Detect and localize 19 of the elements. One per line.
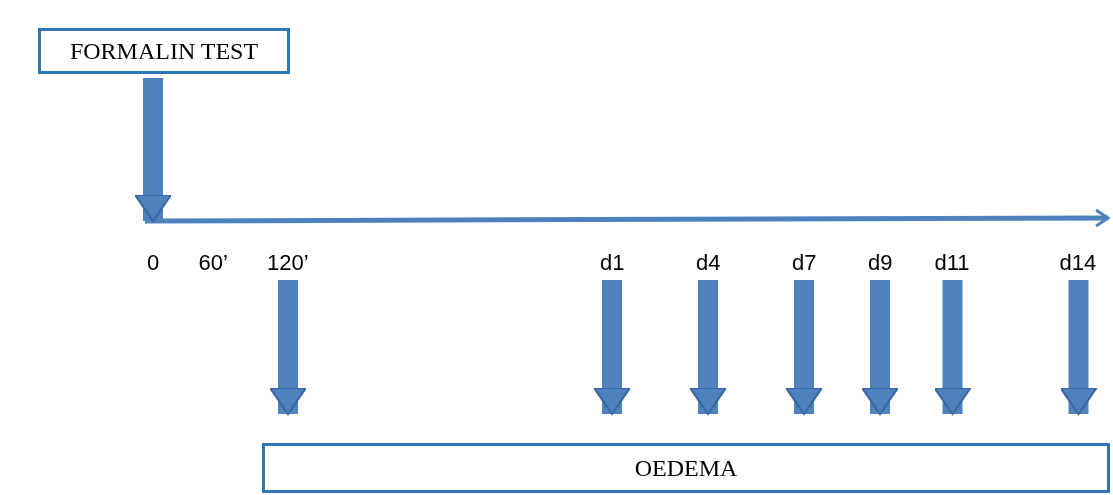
time-label: d4 xyxy=(696,250,721,276)
time-label: 0 xyxy=(147,250,160,276)
process-box: FORMALIN TEST xyxy=(38,28,290,74)
time-label: d7 xyxy=(792,250,817,276)
time-label: d11 xyxy=(934,250,970,276)
block-arrow xyxy=(269,280,307,415)
time-label: d1 xyxy=(600,250,625,276)
block-arrow xyxy=(593,280,631,415)
time-label: 60’ xyxy=(198,250,228,276)
block-arrow xyxy=(785,280,823,415)
block-arrow xyxy=(861,280,899,415)
block-arrow xyxy=(689,280,727,415)
block-arrow xyxy=(933,280,972,415)
block-arrow xyxy=(1059,280,1098,415)
time-label: d9 xyxy=(868,250,893,276)
block-arrow xyxy=(134,78,172,222)
time-label: 120’ xyxy=(267,250,309,276)
process-box: OEDEMA xyxy=(262,443,1110,493)
time-label: d14 xyxy=(1059,250,1097,276)
